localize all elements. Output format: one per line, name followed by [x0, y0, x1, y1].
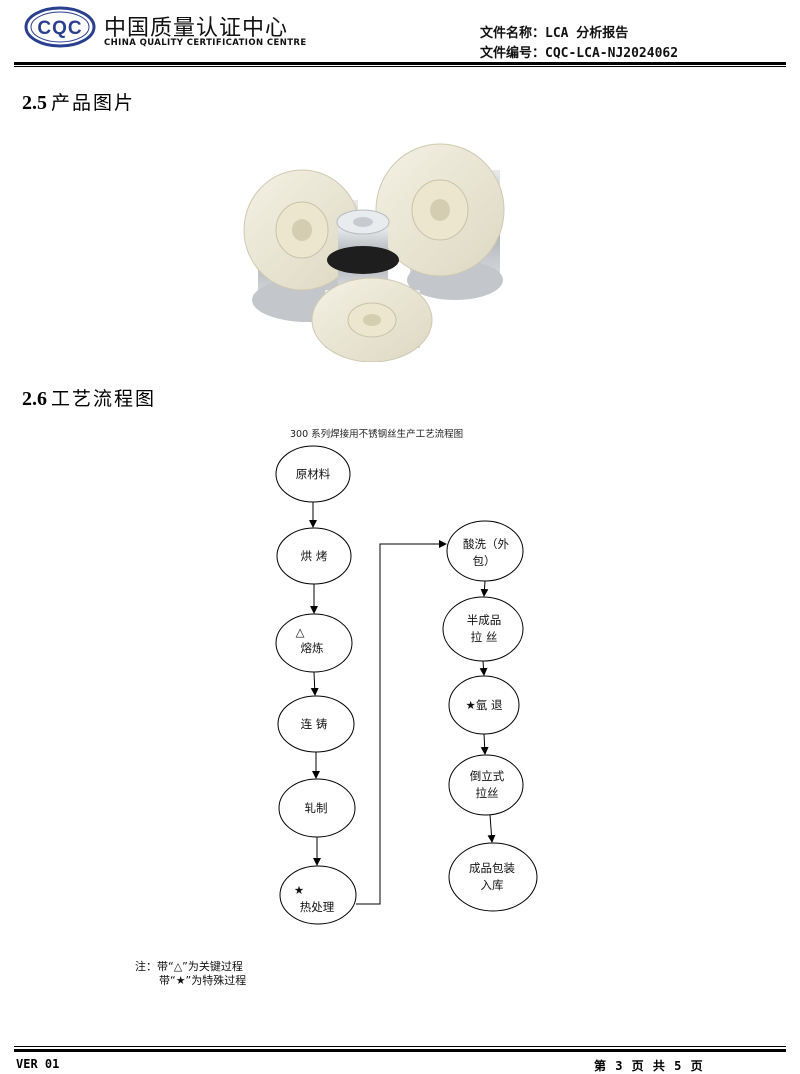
flow-node-pickling [446, 520, 524, 582]
flow-node-label: 热处理 [300, 900, 335, 914]
section-title: 产品图片 [51, 92, 136, 114]
flow-node-label: 原材料 [296, 467, 331, 481]
org-name-cn: 中国质量认证中心 [104, 16, 289, 41]
org-name-en: CHINA QUALITY CERTIFICATION CENTRE [104, 38, 307, 48]
flow-node-heat-treatment [279, 865, 357, 925]
note-special-process: 带“★”为特殊过程 [159, 974, 247, 987]
flow-arrow [310, 671, 319, 696]
flow-node-label: △ [296, 625, 305, 639]
flow-arrow [487, 814, 496, 843]
section-number: 2.6 [22, 388, 47, 410]
doc-number: 文件编号：CQC-LCA-NJ2024062 [480, 46, 679, 61]
header-rule-thin [14, 66, 786, 67]
flow-arrow [480, 580, 489, 597]
section-title: 工艺流程图 [51, 388, 157, 410]
flow-node-label: 倒立式 [470, 769, 505, 783]
section-number: 2.5 [22, 92, 47, 114]
note-key-process: 注：带“△”为关键过程 [135, 960, 243, 973]
doc-name: 文件名称：LCA 分析报告 [480, 26, 629, 41]
page-number: 第 3 页 共 5 页 [594, 1059, 703, 1073]
flow-arrow [480, 733, 489, 755]
flow-node-label: 轧制 [305, 801, 328, 815]
product-photo [243, 143, 505, 362]
footer-rule [14, 1049, 786, 1052]
flow-node-label: 半成品 [467, 613, 502, 627]
version-label: VER 01 [16, 1057, 60, 1071]
flow-node-packaging [448, 842, 538, 912]
flow-node-label: 连 铸 [301, 717, 328, 731]
logo-text: CQC [37, 18, 82, 39]
flow-node-label: 拉 丝 [471, 630, 498, 644]
flow-node-label: 拉丝 [476, 786, 499, 800]
flow-arrow [479, 660, 488, 676]
flow-node-inverted-drawing [448, 754, 524, 816]
flow-node-label: 包） [473, 554, 496, 568]
flow-node-label: ★氩 退 [466, 698, 503, 712]
flow-node-label: 入库 [481, 878, 504, 892]
flowchart-title: 300 系列焊接用不锈钢丝生产工艺流程图 [290, 429, 464, 440]
flow-arrow [356, 540, 447, 905]
flow-node-label: 烘 烤 [301, 549, 328, 563]
flow-node-label: ★ [294, 883, 304, 897]
flow-node-label: 成品包装 [469, 861, 515, 875]
footer-rule-thin [14, 1046, 786, 1047]
flow-node-label: 酸洗（外 [463, 537, 509, 551]
cqc-logo: CQC [24, 6, 96, 48]
header-rule [14, 62, 786, 65]
flow-node-label: 熔炼 [301, 641, 324, 655]
flow-node-semi-drawing [442, 596, 524, 662]
